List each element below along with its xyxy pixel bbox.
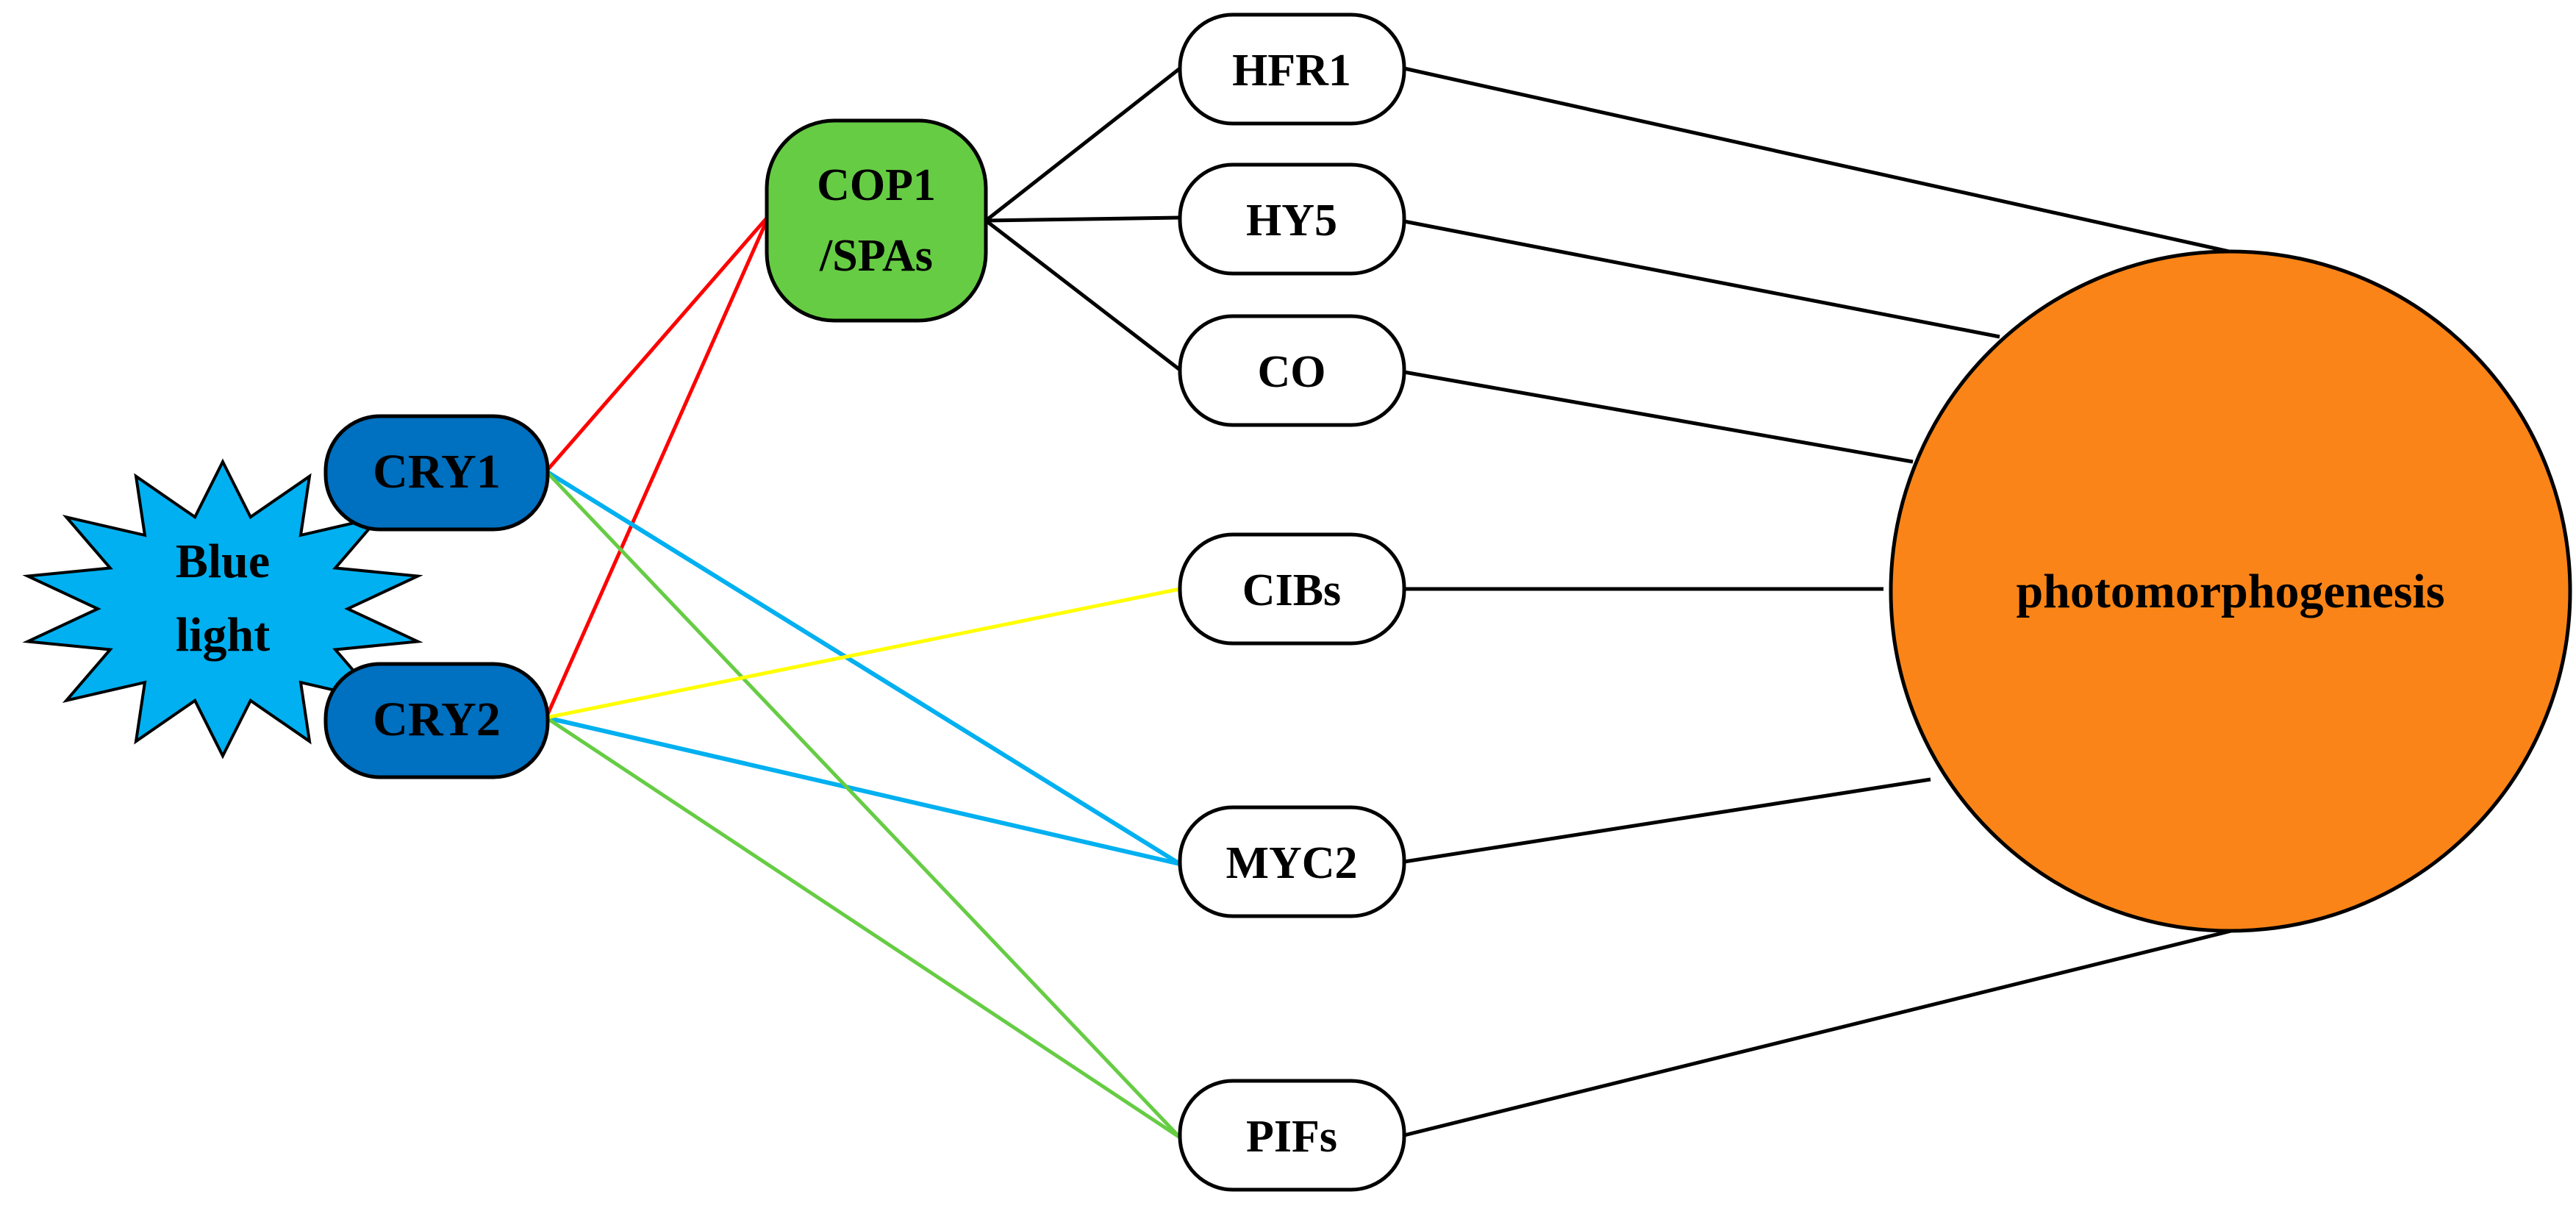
cop1-label-line2: /SPAs xyxy=(819,231,933,281)
edge-cry2-cop1 xyxy=(544,214,771,719)
cry2-shape xyxy=(323,662,550,779)
blue-light-label-line1: Blue xyxy=(176,535,270,588)
cibs-label: CIBs xyxy=(1242,565,1341,615)
edge-cry1-myc2 xyxy=(545,469,1181,866)
target-myc2-node: MYC2 xyxy=(1178,805,1406,918)
blue-light-label-line2: light xyxy=(176,608,270,662)
edge-cry2-myc2 xyxy=(545,715,1181,866)
pifs-label: PIFs xyxy=(1246,1112,1337,1162)
cop1-spas-node: COP1 /SPAs xyxy=(765,118,988,323)
edge-cop1-hfr1 xyxy=(984,67,1181,222)
edge-layer xyxy=(544,66,2232,1140)
edge-cry2-pifs xyxy=(545,715,1181,1140)
target-hfr1-node: HFR1 xyxy=(1178,12,1406,126)
edge-cry2-cibs xyxy=(545,587,1181,720)
edge-myc2-photomorphogenesis xyxy=(1403,777,1931,864)
cry1-node: CRY1 xyxy=(323,414,550,532)
edge-cry1-pifs xyxy=(545,470,1181,1139)
edge-cop1-hy5 xyxy=(985,215,1181,223)
blue-light-node: Blue light xyxy=(22,458,423,760)
edge-cop1-co xyxy=(984,219,1181,371)
edge-cry1-cop1 xyxy=(545,214,770,473)
photomorphogenesis-node: photomorphogenesis xyxy=(1889,249,2572,933)
hy5-label: HY5 xyxy=(1246,196,1337,246)
photomorphogenesis-shape xyxy=(1889,249,2572,933)
cry1-label: CRY1 xyxy=(373,445,501,499)
target-pifs-node: PIFs xyxy=(1178,1079,1406,1192)
co-label: CO xyxy=(1258,347,1326,397)
hfr1-label: HFR1 xyxy=(1232,46,1351,96)
photomorphogenesis-label: photomorphogenesis xyxy=(2016,565,2444,618)
edge-hy5-photomorphogenesis xyxy=(1403,219,2000,339)
myc2-shape xyxy=(1178,805,1406,918)
edge-pifs-photomorphogenesis xyxy=(1403,929,2232,1137)
pifs-shape xyxy=(1178,1079,1406,1192)
hy5-shape xyxy=(1178,162,1406,276)
edge-hfr1-photomorphogenesis xyxy=(1403,66,2230,254)
cibs-shape xyxy=(1178,532,1406,646)
myc2-label: MYC2 xyxy=(1226,838,1357,888)
cop1-spas-shape xyxy=(765,118,988,323)
cop1-label-line1: COP1 xyxy=(817,160,936,210)
cry2-node: CRY2 xyxy=(323,662,550,779)
starburst-shape xyxy=(22,458,423,760)
target-cibs-node: CIBs xyxy=(1178,532,1406,646)
cry2-label: CRY2 xyxy=(373,693,501,746)
target-hy5-node: HY5 xyxy=(1178,162,1406,276)
co-shape xyxy=(1178,314,1406,427)
edge-co-photomorphogenesis xyxy=(1403,370,1914,464)
cry1-shape xyxy=(323,414,550,532)
target-co-node: CO xyxy=(1178,314,1406,427)
hfr1-shape xyxy=(1178,12,1406,126)
